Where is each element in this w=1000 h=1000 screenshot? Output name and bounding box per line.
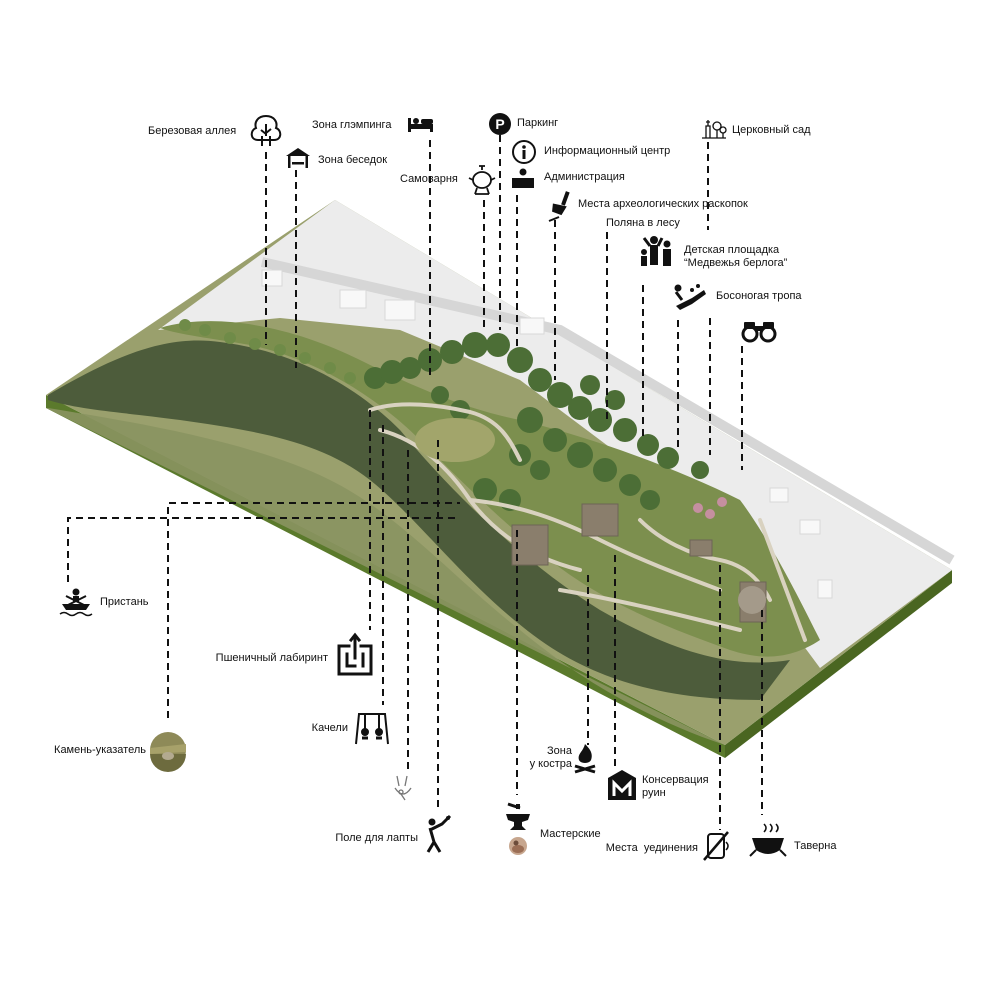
leader-lines	[67, 135, 763, 830]
label-parking: Паркинг	[517, 117, 559, 129]
bat-player-icon	[426, 814, 452, 853]
label-samovar: Самоварня	[400, 173, 458, 185]
label-forest-glade: Поляна в лесу	[606, 217, 680, 229]
hammock-icon	[394, 775, 412, 801]
parking-icon: P	[489, 113, 511, 135]
samovar-icon	[468, 165, 496, 195]
label-workshops: Мастерские	[540, 828, 601, 840]
label-barefoot-trail: Босоногая тропа	[716, 290, 802, 302]
svg-text:P: P	[495, 116, 504, 132]
label-info-center: Информационный центр	[544, 145, 671, 157]
cauldron-icon	[749, 823, 787, 857]
reception-desk-icon	[512, 168, 534, 188]
family-icon	[641, 236, 671, 266]
rowing-boat-icon	[59, 588, 93, 617]
label-playground-line2: “Медвежья берлога”	[684, 257, 788, 269]
label-church-garden: Церковный сад	[732, 124, 811, 136]
label-wheat-maze: Пшеничный лабиринт	[215, 652, 328, 664]
meadow-clearing	[415, 418, 495, 462]
tree-icon	[250, 114, 282, 146]
footpath-icon	[674, 284, 706, 310]
stone-photo-icon	[150, 732, 186, 772]
maze-icon	[337, 632, 373, 676]
label-playground-line1: Детская площадка	[684, 244, 780, 256]
birch-trees	[179, 319, 356, 384]
no-phone-icon	[703, 831, 729, 861]
label-campfire: Зона у костра	[500, 745, 572, 771]
riverbank-meadow	[46, 408, 725, 745]
bed-icon	[408, 118, 433, 132]
label-ruins-line1: Консервация	[642, 774, 709, 786]
label-campfire-line1: Зона	[547, 745, 572, 757]
river	[48, 340, 790, 700]
label-playground: Детская площадка “Медвежья берлога”	[684, 244, 787, 270]
church-ruins	[738, 586, 766, 614]
label-lapta-field: Поле для лапты	[335, 832, 418, 844]
pottery-photo-icon	[509, 837, 527, 855]
label-solitude: Места уединения	[605, 842, 698, 854]
label-administration: Администрация	[544, 171, 625, 183]
label-archaeology: Места археологических раскопок	[578, 198, 748, 210]
info-icon	[512, 140, 536, 164]
label-campfire-line2: у костра	[529, 758, 572, 770]
label-ruins-line2: руин	[642, 787, 666, 799]
campfire-icon	[574, 744, 596, 774]
label-glamping-zone: Зона глэмпинга	[312, 119, 392, 131]
label-swings: Качели	[311, 722, 348, 734]
gazebo-icon	[286, 148, 310, 168]
street	[260, 257, 955, 565]
slab-side-right	[725, 570, 952, 758]
museum-icon	[608, 770, 636, 800]
label-pier: Пристань	[100, 596, 149, 608]
swing-icon	[355, 713, 389, 745]
label-ruins: Консервация руин	[642, 774, 709, 800]
label-tavern: Таверна	[794, 840, 837, 852]
label-birch-alley: Березовая аллея	[148, 125, 237, 137]
shovel-icon	[548, 191, 570, 222]
binoculars-icon	[741, 322, 777, 343]
anvil-icon	[506, 802, 530, 830]
garden-icon	[702, 120, 727, 139]
flower-beds	[693, 497, 727, 519]
label-gazebo-zone: Зона беседок	[318, 154, 388, 166]
label-signpost-stone: Камень-указатель	[54, 744, 146, 756]
